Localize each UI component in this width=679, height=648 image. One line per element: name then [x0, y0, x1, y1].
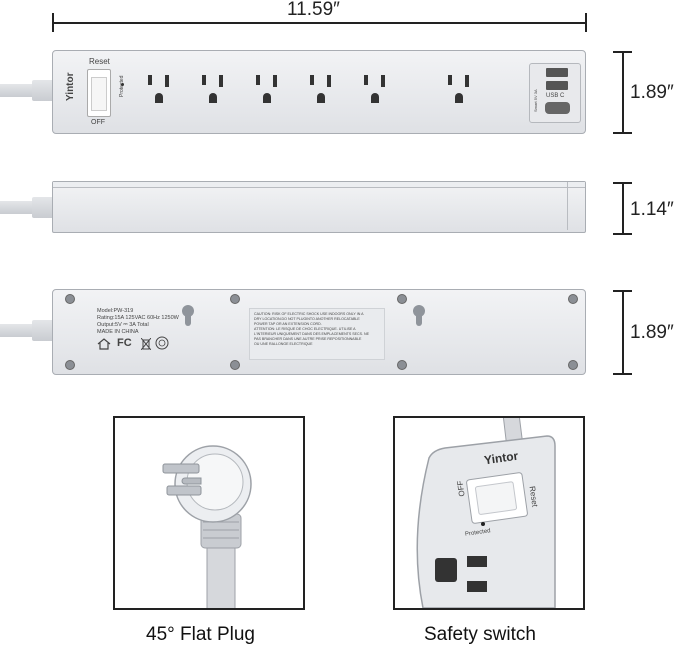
screw-6: [397, 360, 407, 370]
side-strain-relief: [32, 197, 54, 218]
usb-a-port-1[interactable]: [546, 68, 568, 77]
screw-1: [65, 294, 75, 304]
outlet-3: [253, 73, 283, 109]
cord-strain-relief: [32, 80, 54, 101]
screw-5: [397, 294, 407, 304]
rating-line-model: Model:PW-319: [97, 308, 134, 314]
rating-label: Model:PW-319 Rating:15A 125VAC 60Hz 1250…: [97, 308, 179, 352]
back-strain-relief: [32, 320, 54, 341]
screw-7: [568, 294, 578, 304]
power-cord: [0, 84, 38, 97]
caution-line-2: DRY LOCATION.DO NOT PLUGINTO ANOTHER REL…: [254, 317, 360, 321]
flat-plug-illustration: [162, 445, 252, 608]
screw-8: [568, 360, 578, 370]
back-cord: [0, 324, 38, 337]
screw-3: [230, 294, 240, 304]
disposal-icon: [141, 338, 151, 350]
caution-line-3: POWER TAP OR AN EXTENSION CORD.: [254, 322, 322, 326]
usb-c-label: USB C: [546, 93, 565, 99]
side-cord: [0, 201, 38, 214]
usb-panel: Smart 5V 3A USB C: [529, 63, 581, 123]
brand-logo: Yintor: [65, 72, 76, 101]
fcc-mark: FC: [117, 337, 132, 349]
house-icon: [97, 338, 111, 350]
switch-closeup-frame: Yintor OFF Reset Protected: [393, 416, 585, 610]
keyhole-slot-right: [412, 304, 426, 328]
length-label: 11.59″: [287, 0, 340, 20]
rating-line-origin: MADE IN CHINA: [97, 329, 139, 335]
keyhole-slot-left: [181, 304, 195, 328]
caution-line-5: L'INTERIEUR UNIQUEMENT DANS DES EMPLACEM…: [254, 332, 370, 336]
protected-indicator: [121, 83, 124, 86]
usb-smart-label: Smart 5V 3A: [533, 89, 538, 112]
outlet-2: [199, 73, 229, 109]
caution-line-1: CAUTION: RISK OF ELECTRIC SHOCK USE INDO…: [254, 312, 364, 316]
caution-line-4: ATTENTION: LE RISQUE DE CHOC ELECTRIQUE.…: [254, 327, 356, 331]
depth-label: 1.14″: [630, 199, 674, 220]
plug-caption: 45° Flat Plug: [146, 624, 255, 645]
plug-closeup-frame: [113, 416, 305, 610]
outlet-4: [307, 73, 337, 109]
safety-switch-illustration: [416, 418, 556, 608]
caution-line-6: PAS BRANCHER DANS UNE AUTRE PRISE REPOSI…: [254, 337, 362, 341]
screw-2: [65, 360, 75, 370]
reset-label: Reset: [89, 57, 110, 66]
certification-icon: [155, 336, 169, 350]
height-back-label: 1.89″: [630, 322, 674, 343]
rating-line-output: Output:5V ⎓ 3A Total: [97, 322, 149, 328]
protected-label: Protected: [119, 75, 125, 97]
switch-caption: Safety switch: [424, 624, 536, 645]
rating-line-rating: Rating:15A 125VAC 60Hz 1250W: [97, 315, 179, 321]
caution-label: CAUTION: RISK OF ELECTRIC SHOCK USE INDO…: [249, 308, 385, 360]
screw-4: [230, 360, 240, 370]
caution-line-7: OU UNE RALLONGE ELECTRIQUE: [254, 342, 313, 346]
height-front-label: 1.89″: [630, 82, 674, 103]
off-label: OFF: [91, 119, 105, 126]
usb-c-port[interactable]: [545, 102, 570, 114]
usb-a-port-2[interactable]: [546, 81, 568, 90]
safety-switch[interactable]: [87, 69, 111, 117]
outlet-6: [445, 73, 475, 109]
outlet-1: [145, 73, 175, 109]
outlet-5: [361, 73, 391, 109]
